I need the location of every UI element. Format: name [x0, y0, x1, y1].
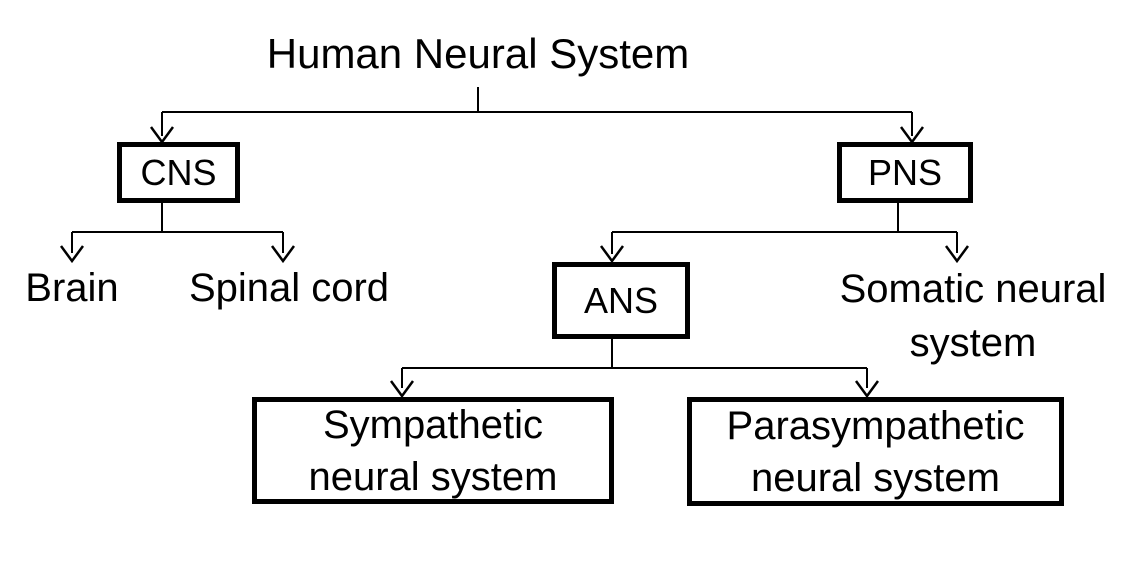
- node-brain: Brain: [2, 262, 142, 314]
- node-ans-label: ANS: [583, 279, 659, 321]
- arrow-into-somatic-icon: [944, 245, 970, 264]
- node-pns-label: PNS: [867, 151, 943, 193]
- node-sympathetic-label-line2: neural system: [308, 454, 558, 499]
- node-somatic-label-line1: Somatic neural: [839, 267, 1107, 311]
- node-somatic-neural-system: Somatic neural system: [813, 262, 1133, 370]
- node-ans: ANS: [552, 262, 690, 339]
- arrow-into-parasympathetic-icon: [854, 380, 880, 399]
- arrow-into-brain-icon: [59, 245, 85, 264]
- node-spinal-cord-label: Spinal cord: [188, 265, 390, 310]
- node-parasympathetic-label-line2: neural system: [751, 455, 1000, 500]
- node-human-neural-system-label: Human Neural System: [266, 30, 690, 77]
- node-sympathetic-label-line1: Sympathetic: [322, 402, 544, 447]
- node-cns-label: CNS: [140, 151, 217, 193]
- node-spinal-cord: Spinal cord: [164, 262, 414, 314]
- arrow-into-ans-icon: [599, 245, 625, 264]
- node-somatic-label-line2: system: [909, 321, 1037, 365]
- node-sympathetic-neural-system: Sympathetic neural system: [252, 397, 614, 504]
- node-pns: PNS: [837, 142, 973, 203]
- node-human-neural-system: Human Neural System: [178, 28, 778, 80]
- arrow-into-spinal-icon: [270, 245, 296, 264]
- node-brain-label: Brain: [25, 265, 119, 310]
- node-parasympathetic-neural-system: Parasympathetic neural system: [687, 397, 1064, 506]
- node-cns: CNS: [117, 142, 240, 203]
- arrow-into-sympathetic-icon: [389, 380, 415, 399]
- node-parasympathetic-label-line1: Parasympathetic: [726, 403, 1025, 448]
